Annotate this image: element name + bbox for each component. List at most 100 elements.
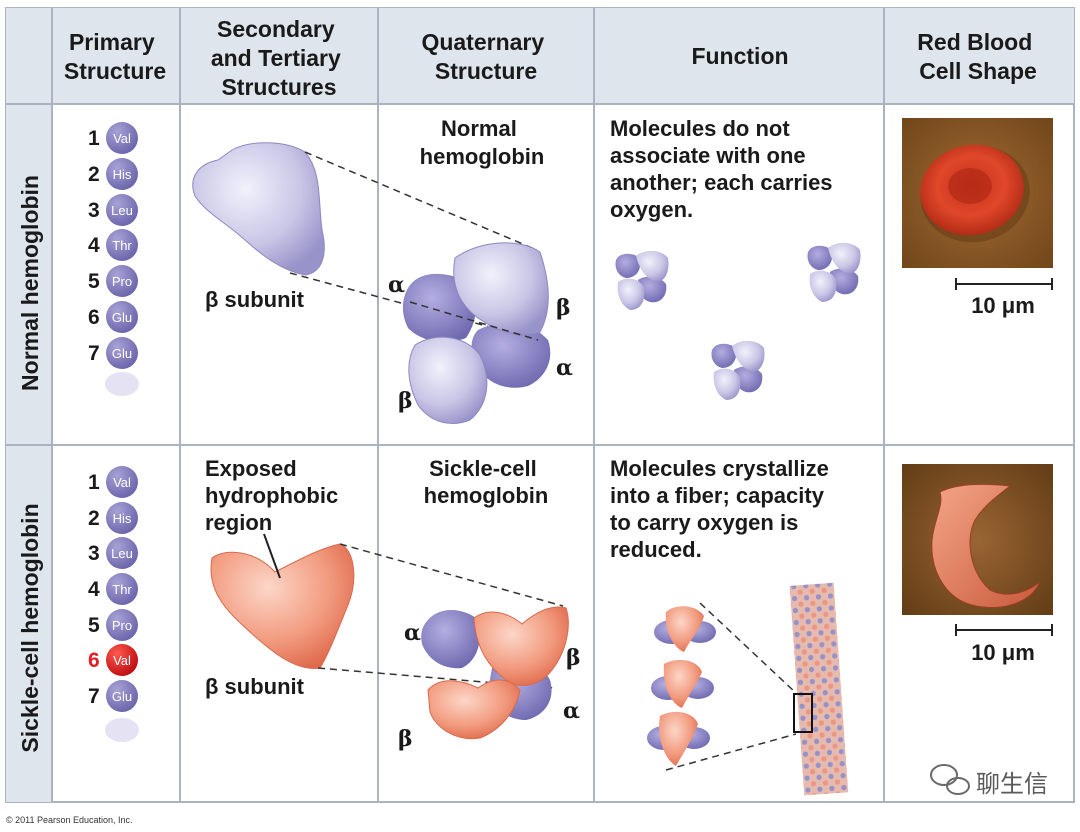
svg-text:Glu: Glu [112,310,132,325]
normal-beta-subunit-label: β subunit [205,287,305,312]
header-primary-structure: Primary Structure [64,29,166,84]
svg-text:2: 2 [88,507,100,530]
sickle-beta-label-1: β [566,645,581,671]
amino-acid-3: 3 Leu [88,537,138,569]
amino-acid-bead [106,537,138,569]
amino-acid-bead [106,337,138,369]
amino-acid-bead [106,502,138,534]
svg-text:Thr: Thr [112,582,132,597]
sickle-hemoglobin-tetramer [421,606,569,740]
svg-text:7: 7 [88,685,100,708]
normal-alpha-label-2: α [556,355,573,381]
amino-acid-7: 7 Glu [88,337,138,369]
hemoglobin-fiber-chain [647,582,849,796]
amino-acid-chain-sickle: 1 Val 2 His 3 Leu 4 Thr 5 Pro 6 Val [88,466,139,742]
amino-acid-bead [106,301,138,333]
stacked-sickle-molecules [647,606,716,766]
svg-text:4: 4 [88,234,100,257]
svg-text:Pro: Pro [112,274,132,289]
normal-scale-label: 10 μm [971,293,1035,318]
sickle-alpha-label-1: α [404,620,421,646]
hemoglobin-molecule [807,242,861,302]
hemoglobin-fiber [789,582,849,796]
svg-text:Pro: Pro [112,618,132,633]
amino-acid-2: 2 His [88,158,138,190]
amino-acid-bead [106,158,138,190]
normal-beta-subunit-illustration [192,142,539,341]
normal-alpha-label-1: α [388,272,405,298]
amino-acid-7: 7 Glu [88,680,138,712]
amino-acid-chain-normal: 1 Val 2 His 3 Leu 4 Thr 5 Pro 6 Glu [88,122,139,396]
svg-text:2: 2 [88,163,100,186]
header-function: Function [691,43,788,69]
svg-text:3: 3 [88,199,100,222]
side-label-sickle: Sickle-cell hemoglobin [17,503,43,752]
amino-acid-bead [106,573,138,605]
copyright-text: © 2011 Pearson Education, Inc. [6,815,133,825]
svg-text:1: 1 [88,127,100,150]
amino-acid-5: 5 Pro [88,265,138,297]
svg-text:Val: Val [113,653,131,668]
sickle-function-text: Molecules crystallize into a fiber; capa… [610,456,835,562]
chain-continuation-fade [105,718,139,742]
svg-text:6: 6 [88,649,100,672]
amino-acid-bead-mutant [106,644,138,676]
svg-text:Val: Val [113,475,131,490]
svg-text:Leu: Leu [111,203,133,218]
wechat-icon [930,764,970,795]
svg-text:6: 6 [88,306,100,329]
svg-text:His: His [113,167,132,182]
normal-beta-label-1: β [556,295,571,321]
fiber-zoom-box [793,693,813,733]
amino-acid-1: 1 Val [88,466,138,498]
normal-function-text: Molecules do not associate with one anot… [610,116,839,222]
amino-acid-bead [106,609,138,641]
chain-continuation-fade [105,372,139,396]
normal-hemoglobin-tetramer [402,242,551,424]
amino-acid-bead [106,194,138,226]
amino-acid-bead [106,680,138,712]
separate-hemoglobin-molecules [615,242,861,400]
sickle-alpha-label-2: α [563,698,580,724]
normal-beta-label-2: β [398,388,413,414]
svg-text:Val: Val [113,131,131,146]
svg-text:4: 4 [88,578,100,601]
amino-acid-bead [106,466,138,498]
svg-text:His: His [113,511,132,526]
svg-text:5: 5 [88,270,100,293]
side-label-column-background [6,104,52,802]
svg-text:7: 7 [88,342,100,365]
normal-red-blood-cell-image [902,118,1053,268]
amino-acid-bead [106,229,138,261]
sickle-beta-label-2: β [398,726,413,752]
normal-hemoglobin-title: Normal hemoglobin [420,116,545,169]
svg-text:1: 1 [88,471,100,494]
svg-text:Thr: Thr [112,238,132,253]
amino-acid-6-mutant: 6 Val [88,644,138,676]
svg-text:Glu: Glu [112,346,132,361]
amino-acid-4: 4 Thr [88,229,138,261]
svg-text:Glu: Glu [112,689,132,704]
svg-text:5: 5 [88,614,100,637]
hemoglobin-molecule [615,250,669,310]
amino-acid-4: 4 Thr [88,573,138,605]
amino-acid-bead [106,265,138,297]
normal-scale-bar [955,278,1053,290]
header-secondary-tertiary: Secondary and Tertiary Structures [211,16,347,100]
sickle-beta-subunit-label: β subunit [205,674,305,699]
amino-acid-3: 3 Leu [88,194,138,226]
svg-text:Leu: Leu [111,546,133,561]
svg-text:3: 3 [88,542,100,565]
sickle-red-blood-cell-image [902,464,1053,615]
sickle-scale-label: 10 μm [971,640,1035,665]
exposed-hydrophobic-region-label: Exposed hydrophobic region [205,456,344,535]
amino-acid-1: 1 Val [88,122,138,154]
hemoglobin-molecule [711,340,765,400]
side-label-normal: Normal hemoglobin [17,175,43,391]
header-row-background [6,8,1074,104]
header-quaternary-structure: Quaternary Structure [421,29,550,84]
amino-acid-5: 5 Pro [88,609,138,641]
sickle-hemoglobin-title: Sickle-cell hemoglobin [424,456,549,508]
amino-acid-bead [106,122,138,154]
